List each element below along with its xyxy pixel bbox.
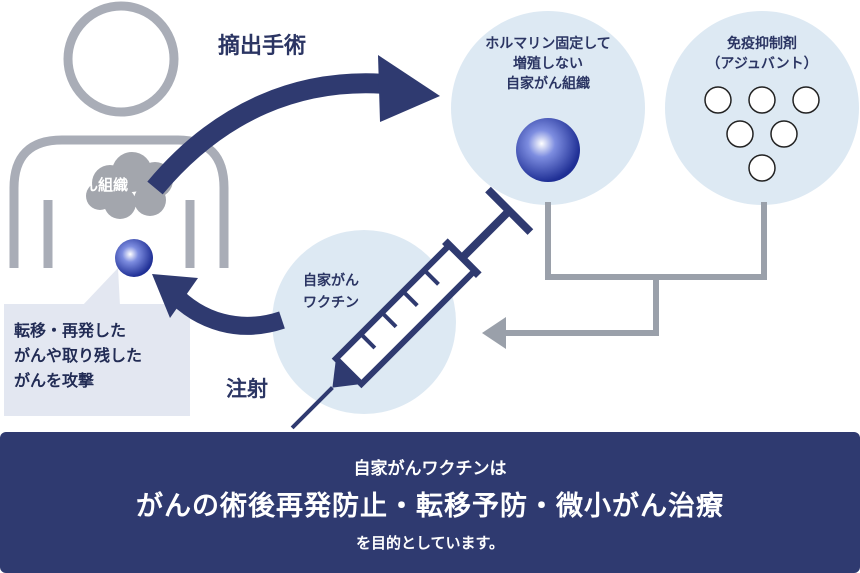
attack-text: 転移・再発した がんや取り残した がんを攻撃 — [14, 321, 143, 390]
banner-intro: 自家がんワクチンは — [353, 459, 507, 479]
surgery-arrow — [147, 55, 440, 195]
adjuvant-particles — [704, 86, 820, 182]
purpose-banner: 自家がんワクチンは がんの術後再発防止・転移予防・微小がん治療 を目的としていま… — [0, 432, 860, 573]
syringe-icon — [290, 186, 534, 430]
tissue-sphere — [516, 118, 580, 182]
injection-arrow — [152, 274, 285, 335]
merge-connector — [504, 202, 767, 336]
vaccine-bubble — [272, 230, 456, 414]
vaccine-label: 自家がん ワクチン — [303, 273, 359, 311]
surgery-label: 摘出手術 — [218, 34, 307, 59]
own-tissue-label: ホルマリン固定して 増殖しない 自家がん組織 — [485, 36, 611, 92]
body-sphere — [115, 239, 153, 277]
banner-headline: がんの術後再発防止・転移予防・微小がん治療 — [136, 491, 724, 522]
adjuvant-label: 免疫抑制剤 （アジュバント） — [706, 36, 818, 72]
cancer-tissue-label: がん組織 — [68, 176, 129, 194]
merge-arrowhead — [482, 317, 506, 349]
attack-callout — [4, 268, 190, 416]
banner-suffix: を目的としています。 — [355, 534, 505, 552]
patient-silhouette — [9, 1, 229, 268]
tumor-cloud — [86, 152, 173, 219]
tissue-bubble — [451, 11, 645, 205]
injection-label: 注射 — [226, 377, 268, 401]
